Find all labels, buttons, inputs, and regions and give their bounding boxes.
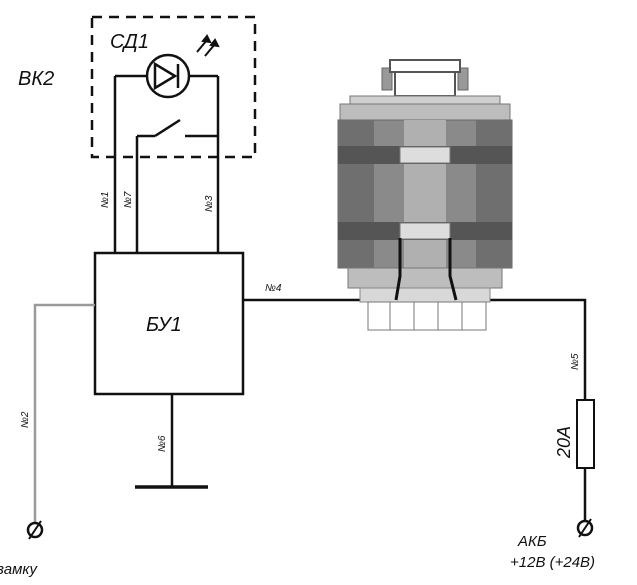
wire-label-3: №3: [204, 195, 215, 212]
light-rays-icon: [196, 34, 220, 57]
fuse-element: [576, 399, 595, 469]
wire-label-2: №2: [20, 411, 31, 428]
led-label: СД1: [110, 31, 149, 53]
battery-voltage-label: +12В (+24В): [510, 554, 595, 571]
switch-icon: [137, 118, 218, 138]
switch-module-outline: [90, 15, 257, 159]
battery-label: АКБ: [517, 533, 547, 550]
led-icon: [115, 53, 218, 99]
ignition-terminal-label: замку: [0, 561, 39, 578]
wire-label-7: №7: [123, 191, 134, 208]
wire-label-4: №4: [265, 283, 282, 294]
ignition-wire: [33, 303, 95, 522]
ignition-terminal-icon: [26, 520, 44, 540]
motor-illustration: [337, 59, 513, 331]
control-unit-label: БУ1: [146, 314, 182, 336]
switch-label: ВК2: [18, 68, 54, 90]
wire-label-1: №1: [100, 192, 111, 208]
wire-label-5: №5: [570, 353, 581, 370]
control-unit-box: [93, 251, 245, 396]
battery-terminal-icon: [576, 518, 594, 538]
wire-label-6: №6: [157, 435, 168, 452]
fuse-rating-label: 20А: [554, 426, 574, 459]
